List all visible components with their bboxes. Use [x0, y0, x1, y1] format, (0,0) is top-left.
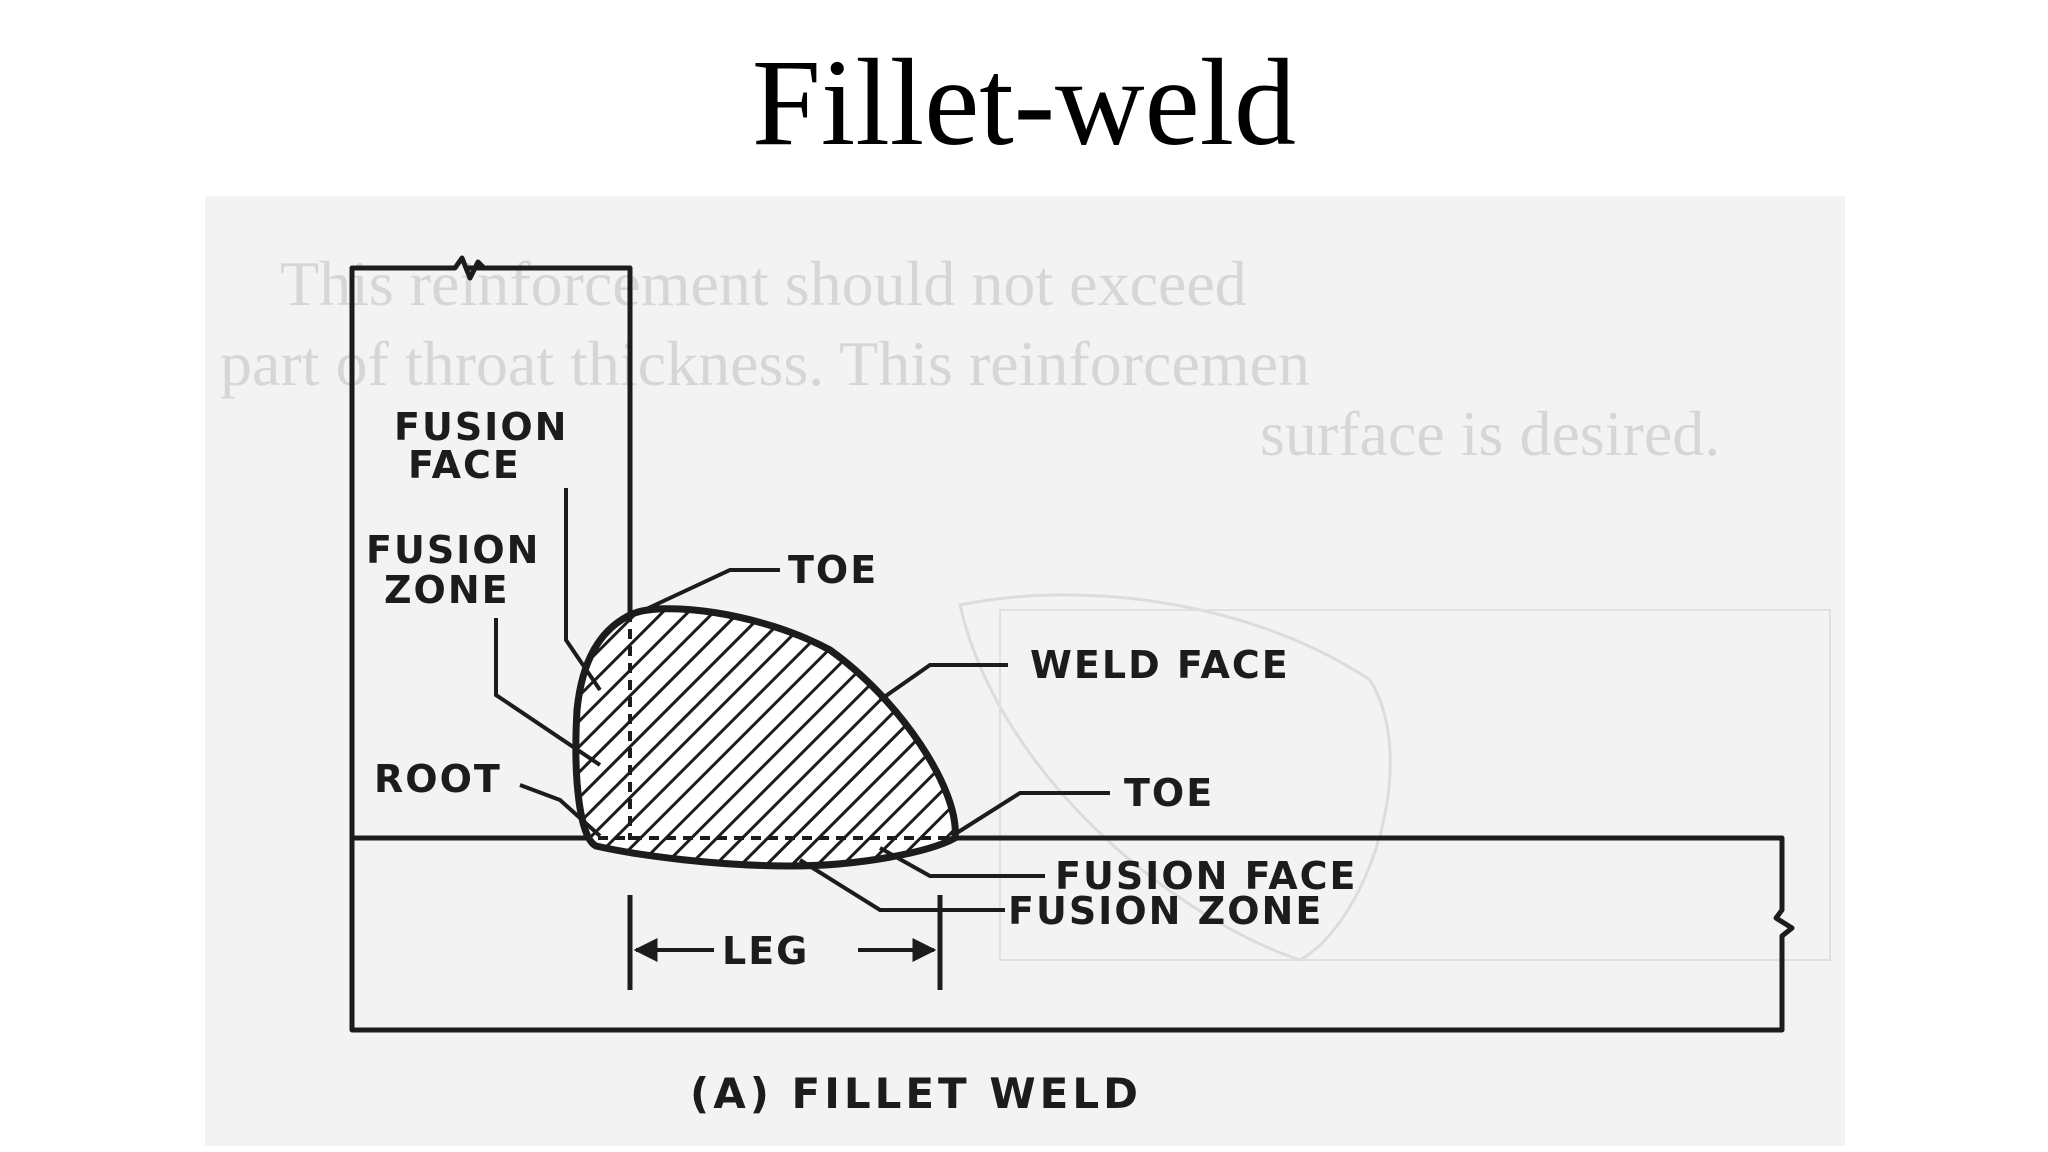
bleed-through-line-1: This reinforcement should not exceed	[280, 248, 1247, 319]
leader-weld-face	[878, 663, 1008, 702]
label-fusion-zone-bottom: FUSION ZONE	[1008, 889, 1323, 933]
bleed-through-weld-shape	[958, 593, 1392, 962]
leg-dimension: LEG	[627, 895, 943, 990]
label-fusion-face-bottom: FUSION FACE	[1055, 854, 1358, 898]
label-fusion-face-top-2: FACE	[408, 443, 521, 487]
leader-fusion-face-top	[564, 488, 602, 692]
bleed-through-line-3: surface is desired.	[1260, 398, 1720, 469]
leader-fusion-zone-bottom	[798, 858, 1005, 912]
figure-caption: (A) FILLET WELD	[690, 1069, 1142, 1118]
leader-toe-bottom	[950, 791, 1110, 838]
label-leg: LEG	[722, 929, 809, 973]
label-weld-face: WELD FACE	[1030, 643, 1290, 687]
label-toe-bottom: TOE	[1124, 771, 1214, 815]
label-toe-top: TOE	[788, 548, 878, 592]
leader-root	[519, 783, 602, 838]
horizontal-plate	[349, 835, 1795, 1033]
callout-labels: FUSION FACE FUSION ZONE TOE WELD FACE RO…	[366, 405, 1358, 933]
slide-title: Fillet-weld	[751, 34, 1297, 171]
vertical-plate	[349, 255, 633, 841]
label-fusion-zone-top-2: ZONE	[384, 568, 510, 612]
leader-fusion-face-bottom	[879, 846, 1045, 878]
bleed-through-table	[999, 609, 1831, 961]
label-root: ROOT	[374, 757, 502, 801]
bleed-through-text: This reinforcement should not exceed par…	[220, 248, 1831, 962]
label-fusion-face-top-1: FUSION	[394, 405, 568, 449]
weld-bead	[572, 605, 959, 870]
scanned-figure-background	[205, 196, 1845, 1146]
bleed-through-line-2: part of throat thickness. This reinforce…	[220, 328, 1310, 399]
leader-toe-top	[639, 568, 780, 614]
leader-fusion-zone-top	[494, 618, 602, 767]
label-fusion-zone-top-1: FUSION	[366, 528, 540, 572]
